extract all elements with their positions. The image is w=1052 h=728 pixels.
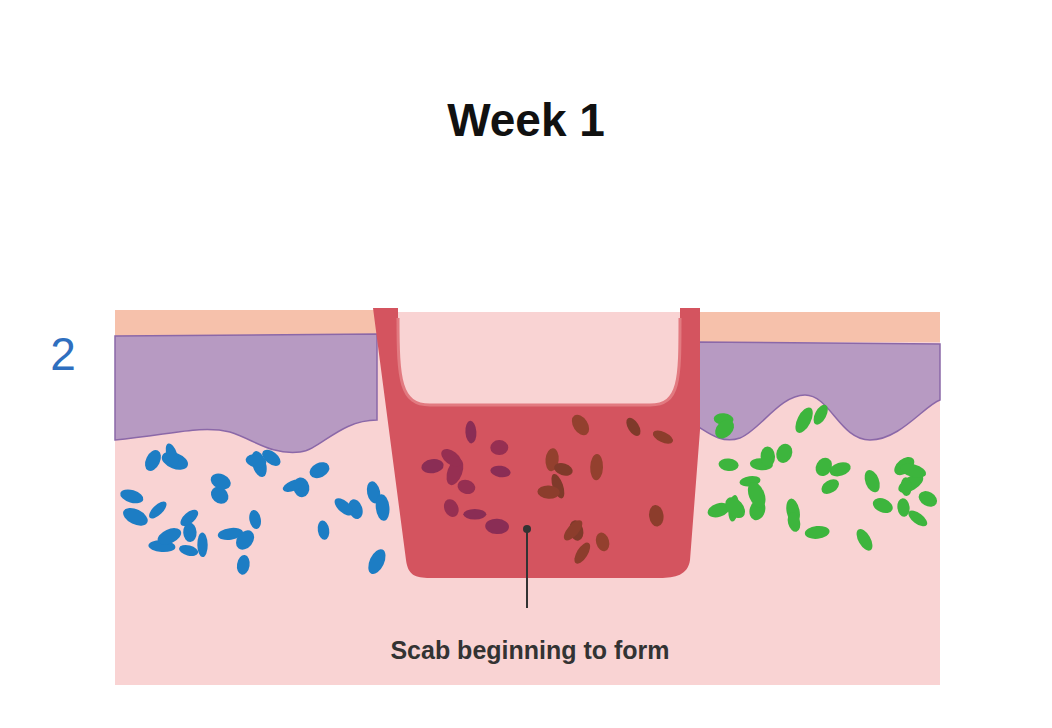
- scab-cell: [485, 518, 510, 535]
- scab-cell: [465, 420, 478, 443]
- blue-cell: [155, 525, 184, 548]
- blue-cell: [248, 509, 263, 530]
- scab-cell: [571, 540, 593, 566]
- scab-cell: [463, 509, 486, 520]
- scab-cell: [648, 504, 665, 527]
- blue-cell: [245, 453, 268, 470]
- scab-cell: [568, 412, 592, 439]
- wound-rim: [398, 318, 680, 405]
- scab-cell: [441, 497, 461, 520]
- green-cell: [896, 498, 910, 518]
- blue-cell: [307, 459, 332, 481]
- scab-cell: [623, 415, 643, 438]
- cell-groups: [119, 402, 940, 576]
- blue-cell: [232, 527, 258, 553]
- green-cell: [900, 477, 912, 496]
- green-cell: [786, 511, 803, 533]
- green-cell: [721, 494, 749, 522]
- blue-cell: [197, 532, 208, 557]
- green-cell: [811, 402, 831, 427]
- green-cell: [871, 495, 895, 516]
- green-cell: [853, 526, 875, 553]
- green-cell: [744, 479, 769, 510]
- blue-cell: [208, 470, 233, 492]
- scab-cell: [490, 464, 512, 478]
- green-cell: [899, 461, 928, 480]
- scab-cell: [537, 485, 560, 499]
- green-cell: [916, 488, 940, 510]
- blue-cell: [119, 487, 145, 506]
- green-cell: [792, 405, 817, 436]
- callout-number: 2: [50, 327, 76, 381]
- epidermis-surface-left: [115, 310, 377, 336]
- blue-cell: [178, 507, 201, 529]
- green-cell: [718, 458, 739, 472]
- green-cell: [774, 441, 796, 465]
- blue-cell: [178, 543, 199, 558]
- scab-cell: [594, 531, 611, 553]
- green-cell: [862, 468, 883, 495]
- green-cell: [711, 416, 737, 442]
- scab-cell: [490, 440, 508, 455]
- epidermis-layer-left: [115, 334, 377, 452]
- blue-cell: [374, 493, 390, 521]
- green-cell: [906, 507, 930, 529]
- scab-cell: [420, 458, 444, 475]
- green-cell: [760, 446, 775, 467]
- blue-cell: [163, 442, 181, 468]
- blue-cell: [236, 554, 252, 576]
- blue-cell: [142, 447, 164, 473]
- wound-tissue: [373, 308, 700, 578]
- blue-cell: [120, 504, 150, 529]
- leader-dot: [523, 525, 531, 533]
- green-cell: [819, 476, 842, 497]
- blue-cell: [316, 520, 330, 541]
- scab-cell: [561, 517, 586, 543]
- leader-line: [526, 532, 528, 608]
- scab-cell: [456, 478, 477, 496]
- diagram-title: Week 1: [447, 93, 605, 147]
- epidermis-surface-right: [695, 312, 940, 342]
- blue-cell: [332, 495, 356, 519]
- blue-cell: [146, 499, 169, 522]
- scab-cell: [651, 428, 675, 447]
- blue-cell: [281, 477, 305, 495]
- green-cell: [804, 525, 830, 540]
- scab-cell: [590, 454, 604, 481]
- green-cell: [812, 455, 835, 479]
- part-label: Scab beginning to form: [387, 636, 672, 665]
- blue-cell: [365, 547, 389, 577]
